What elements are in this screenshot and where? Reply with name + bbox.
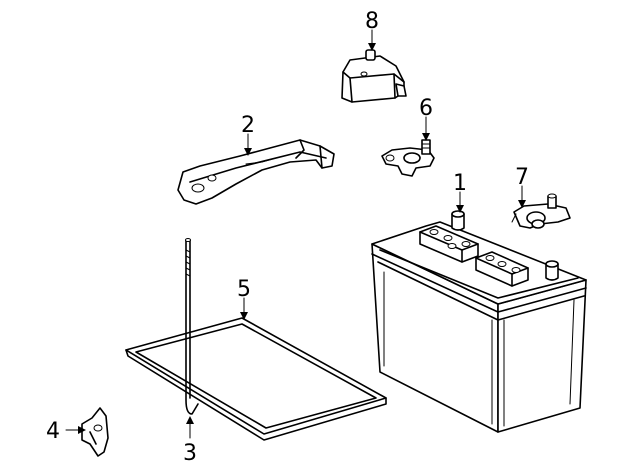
negative-terminal-part — [381, 139, 435, 177]
callout-3: 3 — [183, 441, 197, 466]
battery-tray-part — [125, 317, 387, 441]
terminal-cover-part — [341, 49, 407, 103]
callout-1: 1 — [453, 171, 467, 196]
positive-terminal-part — [511, 193, 571, 229]
callout-5: 5 — [237, 277, 251, 302]
battery-part — [371, 210, 587, 433]
callout-numbers: 8 2 6 1 7 5 3 4 — [46, 9, 529, 466]
callout-leaders — [65, 29, 526, 439]
callout-4: 4 — [46, 419, 60, 444]
callout-2: 2 — [241, 113, 255, 138]
callout-8: 8 — [365, 9, 379, 34]
hold-down-rod-part — [185, 238, 199, 415]
callout-6: 6 — [419, 96, 433, 121]
bracket-part — [81, 407, 109, 457]
callout-7: 7 — [515, 165, 529, 190]
battery-clamp-part — [177, 139, 335, 205]
